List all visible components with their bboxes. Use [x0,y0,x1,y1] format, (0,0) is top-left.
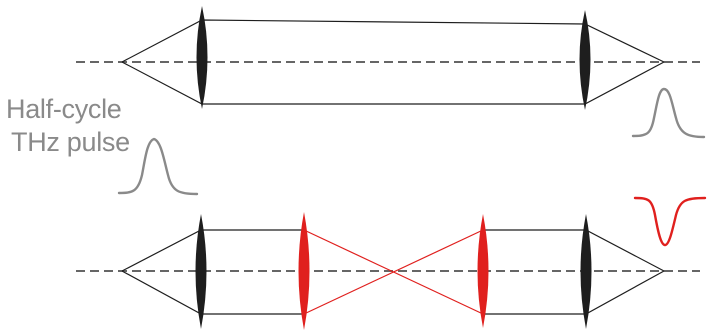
output-pulse-top-waveform [631,87,706,139]
pulse-label-line-2: THz pulse [11,127,130,157]
bottom-optical-system [76,212,700,330]
top-beam-upper [121,19,665,63]
top-lens-right [579,10,591,110]
top-beam-lower [121,61,665,105]
bottom-beam-cross-2 [303,229,484,315]
input-pulse-waveform [117,137,199,196]
bottom-beam-upper-outer [121,229,304,272]
bottom-beam-lower-outer [121,270,304,315]
bottom-lens-red-right [477,214,489,328]
pulse-label-line-1: Half-cycle [6,94,122,124]
top-lens-left [196,6,208,109]
top-optical-system [76,6,700,110]
bottom-lens-left [195,214,207,329]
bottom-beam-upper-outer-right [483,229,665,272]
output-pulse-bottom-waveform [633,196,707,247]
bottom-beam-lower-outer-right [483,270,665,315]
bottom-lens-red-left [298,212,310,330]
bottom-lens-right [580,214,592,329]
